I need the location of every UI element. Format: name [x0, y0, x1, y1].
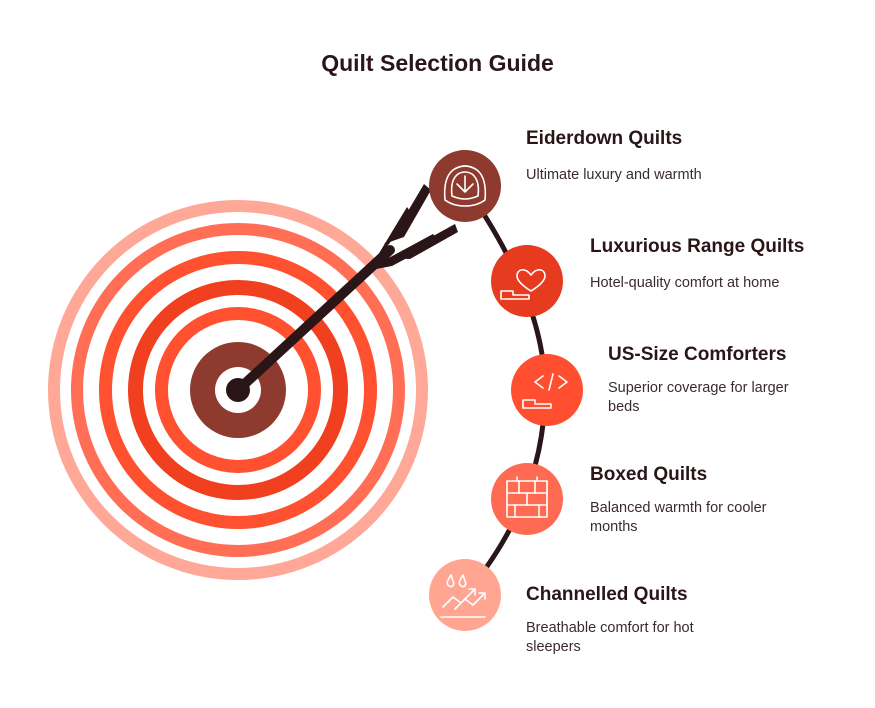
- item-title: Boxed Quilts: [590, 464, 708, 485]
- item-circle: [491, 245, 563, 317]
- item-description: Breathable comfort for hot sleepers: [526, 620, 694, 655]
- item-description: Balanced warmth for cooler months: [590, 500, 767, 535]
- heart-bed-icon: [500, 269, 546, 300]
- item-title: Luxurious Range Quilts: [590, 236, 805, 257]
- item-node-5: [429, 559, 501, 631]
- item-node-1: [429, 150, 501, 222]
- code-bed-icon: [522, 373, 568, 409]
- page-title: Quilt Selection Guide: [321, 50, 554, 76]
- item-title: US-Size Comforters: [608, 344, 787, 365]
- arrow: [226, 184, 458, 402]
- item-description: Ultimate luxury and warmth: [526, 167, 702, 183]
- item-title: Channelled Quilts: [526, 584, 688, 605]
- item-title: Eiderdown Quilts: [526, 128, 683, 149]
- item-circle: [429, 559, 501, 631]
- item-description: Hotel-quality comfort at home: [590, 275, 780, 291]
- grid-wall-icon: [506, 476, 548, 518]
- item-node-2: [491, 245, 563, 317]
- item-description: Superior coverage for larger beds: [608, 380, 789, 415]
- car-seat-icon: [443, 165, 487, 207]
- arrow-fletch-back-upper: [384, 184, 431, 244]
- item-node-3: [511, 354, 583, 426]
- arrow-shaft: [233, 245, 395, 395]
- item-circle: [511, 354, 583, 426]
- arrow-tip: [226, 378, 250, 402]
- droplets-trend-icon: [440, 574, 486, 618]
- item-node-4: [491, 463, 563, 535]
- arrow-fletch-back-lower: [390, 224, 458, 259]
